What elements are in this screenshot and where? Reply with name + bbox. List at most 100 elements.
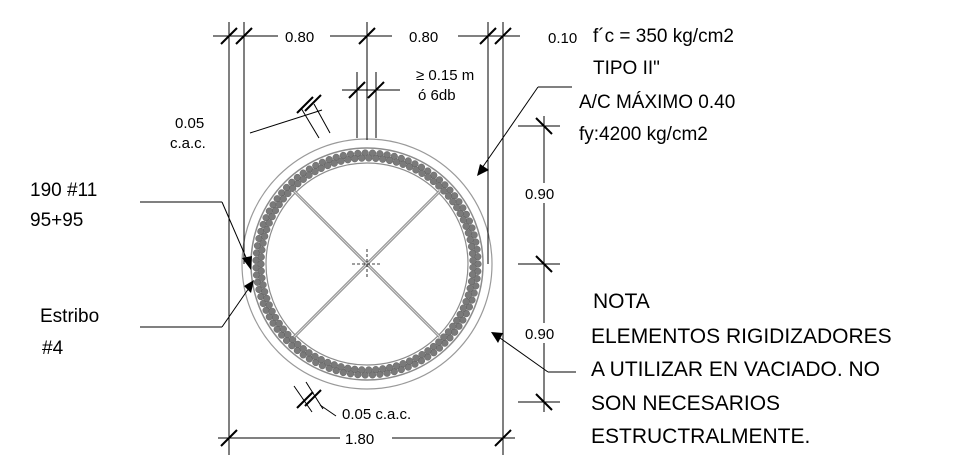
rebar-bar: [456, 209, 464, 218]
rebar-bar: [467, 242, 476, 251]
stirrup-size-label: #4: [42, 338, 64, 359]
spec-leader: [477, 86, 572, 176]
rebar-bar: [299, 175, 307, 183]
rebar-bar: [467, 277, 476, 286]
rebar-bar: [446, 334, 454, 342]
rebar-bar: [441, 181, 449, 189]
spec-water-cement: A/C MÁXIMO 0.40: [579, 92, 735, 113]
spacing-dimension: [342, 72, 400, 138]
rebar-bar: [429, 177, 438, 186]
rebar-bar: [263, 225, 271, 234]
height-dimension: [518, 116, 560, 412]
rebar-bar: [459, 216, 467, 224]
rebar-bar: [440, 187, 448, 195]
rebar-bar: [311, 352, 319, 360]
rebar-bar: [317, 164, 325, 172]
rebar-bar: [278, 189, 286, 197]
rebar-bar: [279, 325, 287, 333]
spacing-label: ≥ 0.15 m: [416, 67, 474, 84]
rebar-bar: [441, 339, 449, 347]
rebar-bar: [435, 176, 444, 184]
rebar-bar: [453, 316, 461, 325]
rebar-bar: [474, 260, 482, 268]
rebar-count-label: 190 #11: [30, 180, 97, 201]
rebar-bar: [368, 149, 377, 157]
rebar-bar: [365, 154, 373, 162]
cover-top-value: 0.05: [175, 115, 204, 132]
rebar-bar: [444, 192, 453, 200]
rebar-bar: [462, 222, 470, 230]
rebar-bar: [351, 155, 359, 163]
rebar-bar: [449, 322, 457, 330]
rebar-bar: [466, 284, 474, 292]
rebar-bar: [271, 206, 280, 215]
rebar-bar: [252, 256, 260, 264]
rebar-bar: [324, 358, 332, 367]
height-upper: 0.90: [525, 186, 554, 203]
rebar-bar: [354, 371, 362, 379]
rebar-bar: [275, 200, 283, 209]
rebar-bar: [294, 340, 302, 348]
rebar-bar: [311, 168, 319, 176]
rebar-bar: [263, 294, 271, 303]
rebar-bar: [330, 159, 338, 167]
rebar-bar: [435, 344, 444, 352]
rebar-bar: [330, 361, 338, 369]
rebar-bar: [261, 288, 269, 296]
rebar-bar: [372, 154, 380, 162]
rebar-bar: [435, 182, 443, 190]
rebar-bar: [379, 365, 387, 373]
top-cover-dimension: [249, 94, 331, 139]
rebar-bar: [392, 158, 401, 166]
note-line-3: SON NECESARIOS: [591, 392, 780, 415]
dim-top-right: 0.10: [548, 30, 577, 47]
rebar-bar: [469, 256, 477, 265]
stirrup-leader: [140, 280, 254, 328]
diameter-label: 1.80: [345, 431, 374, 448]
rebar-bar: [337, 363, 345, 371]
rebar-bar: [453, 203, 461, 212]
rebar-bar: [284, 189, 292, 198]
rebar-bar: [464, 229, 472, 237]
rebar-bar: [305, 349, 313, 357]
rebar-split-label: 95+95: [30, 210, 83, 231]
note-title: NOTA: [593, 290, 650, 313]
rebar-bar: [418, 351, 426, 359]
rebar-bar: [412, 354, 420, 362]
rebar-bar: [361, 149, 369, 157]
cage-inner-ring: [265, 162, 469, 366]
rebar-bar: [474, 253, 482, 261]
rebar-bar: [464, 291, 472, 299]
rebar-bar: [386, 363, 394, 372]
rebar-bar: [259, 239, 267, 247]
rebar-bar: [344, 156, 352, 164]
spec-cement-type: TIPO II": [593, 58, 660, 79]
rebar-bar: [351, 365, 359, 373]
rebar-bar: [257, 260, 265, 268]
rebar-bar: [444, 328, 453, 336]
rebar-bar: [399, 360, 407, 368]
rebar-bar: [368, 371, 377, 379]
rebar-bar: [361, 371, 369, 379]
rebar-bar: [358, 366, 366, 374]
rebar-bar: [412, 166, 420, 174]
rebar-leader: [140, 201, 252, 270]
rebar-bar: [275, 319, 283, 328]
height-lower: 0.90: [525, 326, 554, 343]
rebar-bar: [261, 232, 269, 240]
spec-concrete: f´c = 350 kg/cm2: [593, 26, 734, 47]
spec-steel: fy:4200 kg/cm2: [579, 124, 708, 145]
rebar-bar: [386, 156, 394, 165]
rebar-bar: [289, 335, 297, 344]
rebar-bar: [468, 270, 477, 279]
rebar-bar: [257, 267, 265, 275]
rebar-bar: [449, 198, 457, 206]
rebar-bar: [258, 246, 266, 254]
rebar-bar: [257, 253, 265, 261]
longitudinal-rebars: [252, 149, 482, 379]
center-mark: [352, 249, 382, 279]
rebar-bar: [429, 342, 438, 351]
rebar-bar: [282, 336, 291, 345]
rebar-bar: [299, 345, 307, 353]
rebar-bar: [317, 356, 325, 364]
